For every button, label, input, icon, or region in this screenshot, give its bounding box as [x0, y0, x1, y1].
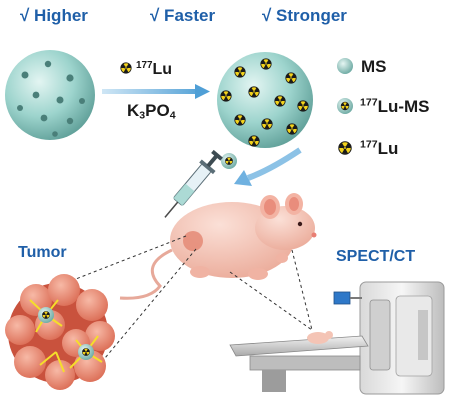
spect-ct-scanner	[229, 281, 445, 395]
ms-legend-icon	[337, 58, 353, 74]
legend-lu-label: 177Lu	[360, 139, 398, 159]
header-higher: √ Higher	[20, 6, 88, 25]
scanner-detector-head	[333, 291, 351, 305]
injection-arrow-head	[234, 170, 252, 186]
lu-ms-sphere-large	[217, 52, 313, 148]
tumor-cluster	[5, 274, 115, 390]
condition-po: PO	[145, 101, 170, 120]
lu177-legend-icon	[338, 141, 354, 157]
syringe-icon	[164, 149, 223, 218]
header-faster: √ Faster	[150, 6, 216, 25]
reaction-arrow	[102, 84, 210, 99]
legend-lu-ms-label: 177Lu-MS	[360, 97, 430, 117]
condition-sub-3: 3	[139, 109, 146, 122]
scanner-bed	[229, 335, 369, 357]
reaction-condition: K3PO4	[127, 101, 176, 121]
legend-lu-ms-mass: 177	[360, 96, 378, 109]
lu-ms-particle-small	[221, 153, 237, 169]
condition-sub-4: 4	[169, 109, 176, 122]
reagent-symbol: Lu	[152, 61, 173, 78]
legend-lu-text: Lu	[377, 139, 399, 158]
ms-sphere-large	[5, 50, 95, 140]
reagent-label: 177Lu	[136, 59, 173, 79]
lu-ms-legend-icon	[337, 98, 353, 114]
tumor-label: Tumor	[18, 244, 67, 261]
mouse-illustration	[119, 193, 317, 300]
mouse-on-bed	[307, 332, 329, 344]
spect-ct-label: SPECT/CT	[336, 248, 416, 265]
reagent-mass: 177	[136, 59, 153, 71]
injection-arrow	[246, 147, 302, 181]
legend-ms-label: MS	[361, 57, 387, 76]
legend-lu-ms-text: Lu-MS	[377, 97, 430, 116]
header-stronger: √ Stronger	[262, 6, 347, 25]
lu177-reagent-icon	[120, 62, 133, 75]
tumor-site	[183, 231, 203, 251]
legend-lu-mass: 177	[360, 138, 378, 151]
condition-k: K	[127, 101, 140, 120]
